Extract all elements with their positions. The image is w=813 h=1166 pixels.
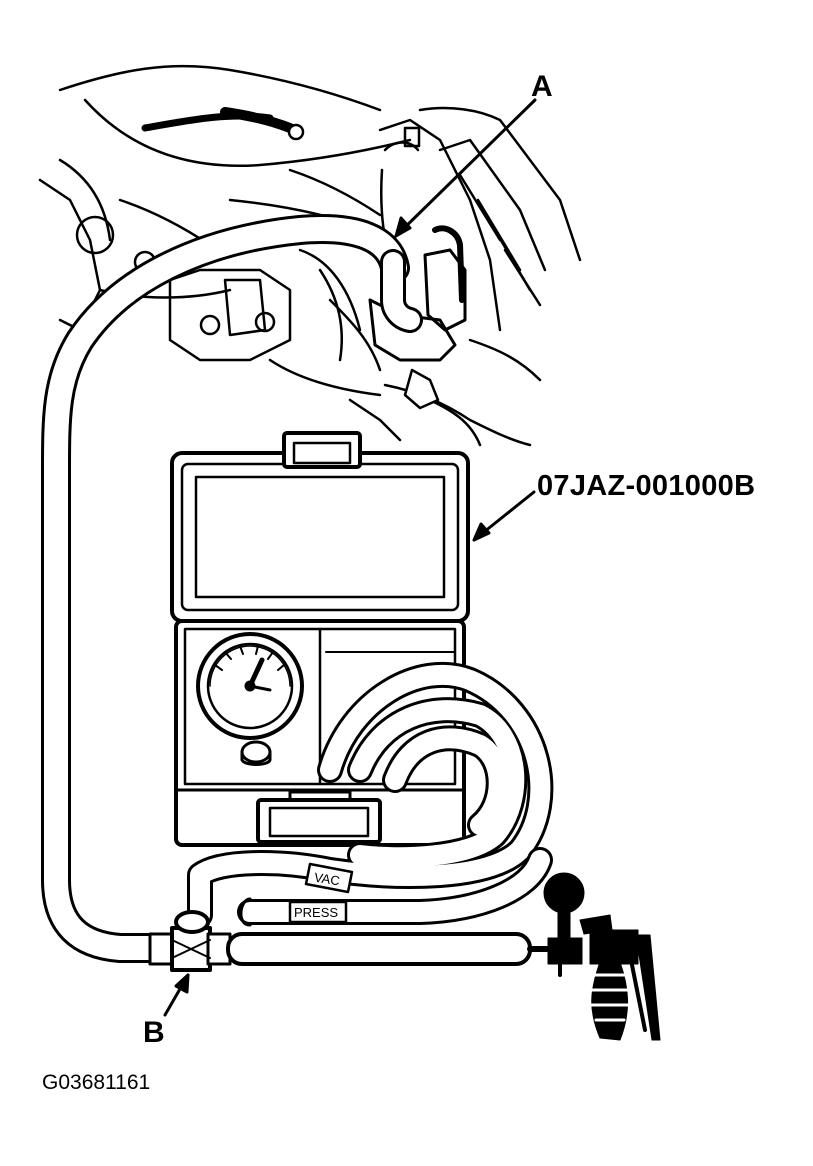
release-valve-knob xyxy=(240,740,272,764)
arrow-a xyxy=(394,98,537,238)
gauge xyxy=(196,632,304,740)
vac-hose-label: VAC xyxy=(313,870,341,889)
vac-hose-tag: VAC xyxy=(304,862,354,894)
t-fitting-b xyxy=(148,910,232,972)
press-hose-tag: PRESS xyxy=(288,900,348,924)
tester-part-number: 07JAZ-001000B xyxy=(537,470,756,502)
hand-vacuum-pump xyxy=(543,872,661,1041)
engine-bay-background xyxy=(38,64,582,447)
hose-a xyxy=(40,214,423,963)
straight-hose xyxy=(226,932,558,966)
figure-id: G03681161 xyxy=(42,1071,151,1094)
callout-a: A xyxy=(531,70,553,103)
tester-hose-coil: VAC PRESS xyxy=(187,661,554,928)
press-hose-label: PRESS xyxy=(294,905,338,920)
leader-arrows xyxy=(163,98,537,1017)
callout-b: B xyxy=(143,1016,165,1049)
vacuum-pressure-tester xyxy=(170,431,470,847)
